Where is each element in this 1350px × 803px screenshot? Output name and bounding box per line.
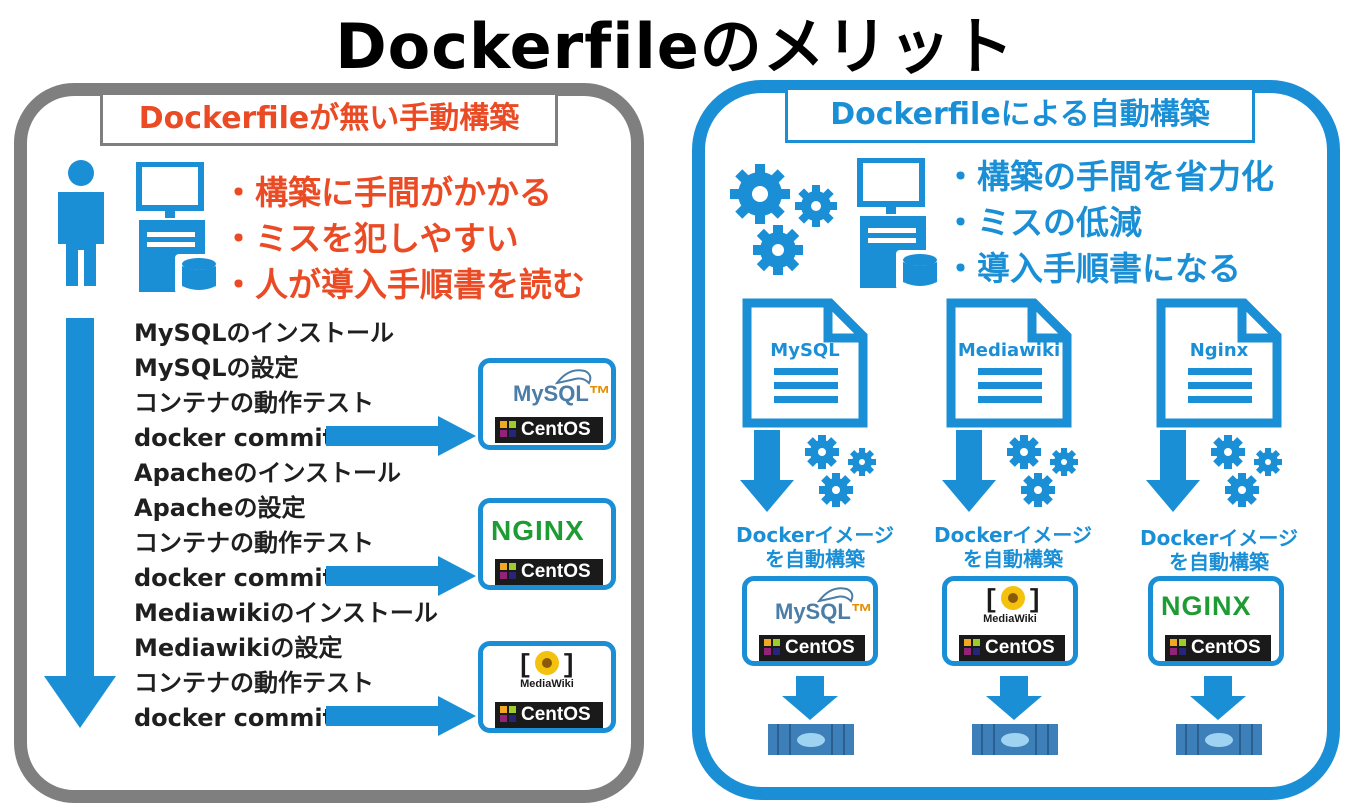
dockerfile-document-icon [1156,298,1282,428]
centos-icon [964,639,980,655]
build-arrow-gears-icon [740,430,876,512]
svg-text:]: ] [1027,585,1043,613]
container-icon [972,676,1058,755]
document-label: Mediawiki [957,340,1061,361]
build-caption: Dockerイメージ を自動構築 [928,523,1098,571]
caption-line: Dockerイメージ [1140,526,1298,550]
centos-icon [500,421,516,437]
step-text: コンテナの動作テスト [134,529,374,557]
centos-icon [500,563,516,579]
caption-line: Dockerイメージ [736,523,894,547]
centos-logo: CentOS [495,702,603,728]
arrow-icon [326,556,476,596]
step-text: MySQLの設定 [134,354,299,382]
page-title: Dockerfileのメリット [335,10,1015,83]
centos-icon [1170,639,1186,655]
arrow-icon [44,318,116,728]
build-arrow-gears-icon [942,430,1078,512]
mysql-centos-image: MySQL™ CentOS [742,576,878,666]
container-icon [768,676,854,755]
computer-icon [136,162,219,294]
step-text: docker commit [134,704,335,732]
mediawiki-centos-image: [ ] MediaWiki CentOS [478,641,616,733]
nginx-centos-image: NGINX CentOS [1148,576,1284,666]
step-text: Apacheの設定 [134,494,306,522]
step-text: Apacheのインストール [134,459,402,487]
document-label: Nginx [1189,340,1249,361]
step-text: docker commit [134,564,335,592]
nginx-logo: NGINX [491,515,585,546]
caption-line: Dockerイメージ [934,523,1092,547]
container-icon [1176,676,1262,755]
step-text: コンテナの動作テスト [134,389,374,417]
centos-icon [764,639,780,655]
mediawiki-logo: MediaWiki [983,613,1037,625]
build-caption: Dockerイメージ を自動構築 [1134,526,1304,574]
centos-icon [500,706,516,722]
dockerfile-document-icon [946,298,1072,428]
step-text: docker commit [134,424,335,452]
mysql-logo: MySQL™ [775,599,873,624]
arrow-icon [326,696,476,736]
auto-build-bullets: ・構築の手間を省力化 ・ミスの低減 ・導入手順書になる [944,154,1274,292]
caption-line: を自動構築 [963,547,1063,571]
dolphin-icon [817,587,854,603]
centos-logo: CentOS [759,635,865,661]
step-text: Mediawikiのインストール [134,599,438,627]
bullet-item: ・ミスの低減 [944,203,1142,242]
centos-logo: CentOS [495,417,603,443]
person-icon [58,160,104,286]
build-arrow-gears-icon [1146,430,1282,512]
centos-logo: CentOS [959,635,1065,661]
build-caption: Dockerイメージ を自動構築 [730,523,900,571]
dockerfile-document-icon [742,298,868,428]
bullet-item: ・構築の手間を省力化 [944,157,1274,196]
step-text: Mediawikiの設定 [134,634,343,662]
mediawiki-logo: MediaWiki [520,678,574,690]
document-label: MySQL [770,340,840,361]
manual-build-bullets: ・構築に手間がかかる ・ミスを犯しやすい ・人が導入手順書を読む [222,170,585,308]
dolphin-icon [555,369,592,385]
bullet-item: ・人が導入手順書を読む [222,265,585,304]
step-text: コンテナの動作テスト [134,669,374,697]
auto-build-header: Dockerfileによる自動構築 [785,87,1255,143]
arrow-icon [326,416,476,456]
gears-icon [730,164,837,275]
centos-logo: CentOS [1165,635,1271,661]
caption-line: を自動構築 [1169,550,1269,574]
mediawiki-sunflower-icon: [ ] [517,650,577,678]
nginx-logo: NGINX [1161,591,1252,621]
step-text: MySQLのインストール [134,319,395,347]
svg-text:[: [ [983,585,999,613]
bullet-item: ・ミスを犯しやすい [222,219,519,258]
computer-icon [857,158,940,290]
mediawiki-centos-image: [ ] MediaWiki CentOS [942,576,1078,666]
mysql-centos-image: MySQL™ CentOS [478,358,616,450]
centos-logo: CentOS [495,559,603,585]
bullet-item: ・構築に手間がかかる [222,173,552,212]
caption-line: を自動構築 [765,547,865,571]
mediawiki-sunflower-icon: [ ] [983,585,1043,613]
manual-build-header: Dockerfileが無い手動構築 [100,92,558,146]
mysql-logo: MySQL™ [513,381,611,406]
nginx-centos-image: NGINX CentOS [478,498,616,590]
svg-text:[: [ [517,650,533,678]
svg-text:]: ] [561,650,577,678]
bullet-item: ・導入手順書になる [944,249,1241,288]
